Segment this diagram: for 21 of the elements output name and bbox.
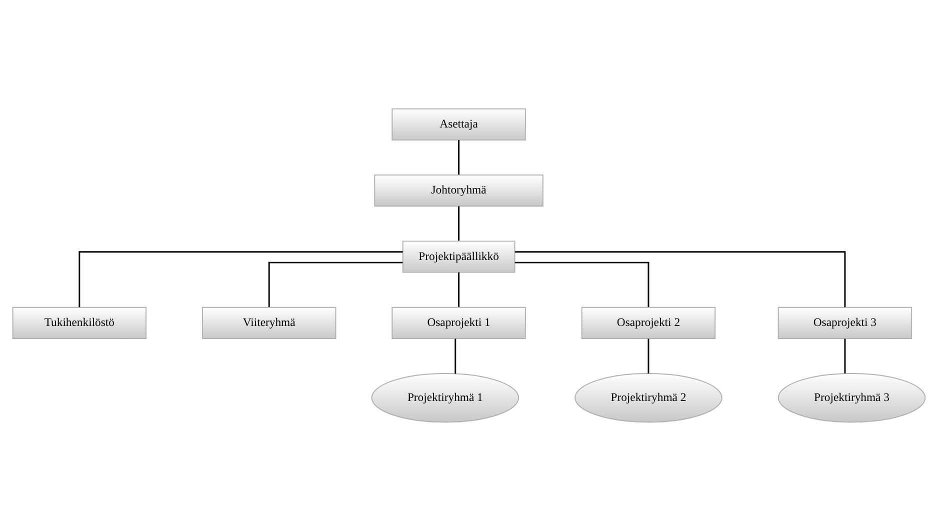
connector [268,262,403,308]
connector [78,251,403,308]
connector [514,251,846,308]
node-ellipse: Projektiryhmä 1 [371,372,520,423]
connector [514,262,650,308]
node-box: Projektipäällikkö [402,240,516,273]
node-box: Viiteryhmä [202,306,336,339]
connector [454,338,456,374]
node-box: Tukihenkilöstö [12,306,147,339]
node-box: Johtoryhmä [374,174,544,207]
node-box: Asettaja [392,108,526,140]
node-ellipse: Projektiryhmä 3 [778,372,926,423]
node-ellipse: Projektiryhmä 2 [574,372,722,423]
connector [458,272,460,307]
connector [458,206,460,241]
connector [844,338,846,374]
node-box: Osaprojekti 1 [392,306,526,339]
connector [648,338,650,374]
node-box: Osaprojekti 3 [778,306,912,339]
node-box: Osaprojekti 2 [581,306,716,339]
connector [458,140,460,175]
